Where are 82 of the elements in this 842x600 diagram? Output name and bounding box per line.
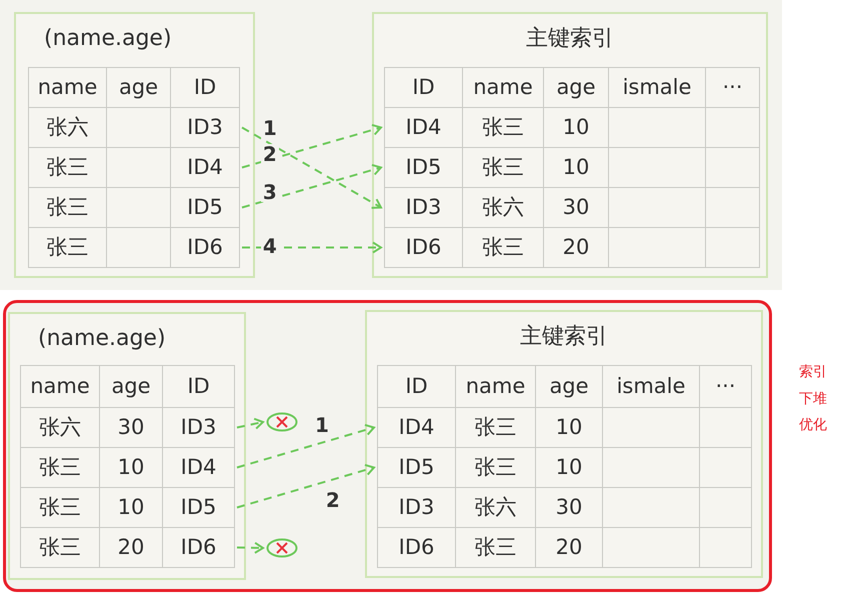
column-header: ismale	[602, 365, 700, 408]
table-cell: 张三	[462, 147, 544, 188]
side-note: 索引下堆优化	[799, 363, 828, 436]
table-cell: ID3	[162, 407, 235, 448]
column-header: age	[106, 67, 171, 108]
panel-title: (name.age)	[38, 325, 166, 353]
table-cell: ID6	[377, 527, 456, 568]
table-cell: ID3	[170, 107, 240, 148]
column-header: age	[99, 365, 163, 408]
table-cell: ID4	[384, 107, 463, 148]
column-header: ID	[377, 365, 456, 408]
dashed-arrow	[236, 418, 264, 430]
table-cell: ID5	[377, 447, 456, 488]
table-cell: 张三	[20, 447, 100, 488]
crossed-out-circle-icon	[266, 412, 298, 432]
table-cell: 20	[543, 227, 609, 268]
column-header: name	[20, 365, 100, 408]
table-cell: 张三	[28, 187, 107, 228]
table-cell: 张三	[20, 527, 100, 568]
dashed-arrow	[242, 124, 382, 168]
table-cell: 张三	[28, 147, 107, 188]
panel-title: (name.age)	[44, 25, 172, 53]
table-cell: 10	[543, 107, 609, 148]
edge-label: 3	[260, 182, 279, 202]
column-header: name	[28, 67, 107, 108]
table-cell: ID4	[162, 447, 235, 488]
column-header: ismale	[608, 67, 706, 108]
dashed-arrow	[236, 464, 375, 508]
table-cell: 20	[535, 527, 603, 568]
table-cell: 张三	[455, 407, 536, 448]
table-cell: ID6	[384, 227, 463, 268]
dashed-arrow	[236, 424, 375, 468]
dashed-arrow	[242, 164, 382, 208]
table-cell: 张六	[28, 107, 107, 148]
table-cell: 张三	[455, 447, 536, 488]
table-panel	[372, 12, 768, 278]
table-cell: 张三	[462, 107, 544, 148]
table-cell: 10	[535, 407, 603, 448]
column-header: ···	[705, 67, 760, 108]
column-header: ···	[699, 365, 752, 408]
table-cell: 张三	[20, 487, 100, 528]
table-cell: 10	[99, 487, 163, 528]
panel-title: 主键索引	[525, 25, 615, 53]
edge-label: 2	[260, 144, 279, 164]
table-cell: 20	[99, 527, 163, 568]
column-header: age	[543, 67, 609, 108]
table-cell: ID3	[377, 487, 456, 528]
dashed-arrow	[236, 542, 264, 554]
table-cell: ID5	[170, 187, 240, 228]
dashed-arrow	[242, 126, 382, 209]
panel-title: 主键索引	[519, 323, 609, 351]
table-cell: ID5	[384, 147, 463, 188]
table-cell: ID6	[162, 527, 235, 568]
table-cell: ID6	[170, 227, 240, 268]
table-cell: ID4	[377, 407, 456, 448]
table-cell: 30	[99, 407, 163, 448]
table-panel	[8, 312, 246, 580]
dashed-arrow	[242, 242, 382, 254]
table-cell: ID5	[162, 487, 235, 528]
table-cell: 张六	[20, 407, 100, 448]
table-cell: 30	[543, 187, 609, 228]
table-cell: 张六	[455, 487, 536, 528]
column-header: ID	[162, 365, 235, 408]
table-cell: 10	[543, 147, 609, 188]
table-cell: 30	[535, 487, 603, 528]
table-cell: ID4	[170, 147, 240, 188]
column-header: ID	[170, 67, 240, 108]
column-header: ID	[384, 67, 463, 108]
table-panel	[365, 310, 763, 578]
edge-label: 4	[260, 236, 279, 256]
column-header: name	[455, 365, 536, 408]
column-header: age	[535, 365, 603, 408]
table-cell: 张三	[462, 227, 544, 268]
table-cell: 10	[99, 447, 163, 488]
table-cell: 10	[535, 447, 603, 488]
table-panel	[14, 12, 255, 278]
table-cell: 张三	[28, 227, 107, 268]
table-cell: ID3	[384, 187, 463, 228]
column-header: name	[462, 67, 544, 108]
table-cell: 张六	[462, 187, 544, 228]
table-cell: 张三	[455, 527, 536, 568]
crossed-out-circle-icon	[266, 538, 298, 558]
